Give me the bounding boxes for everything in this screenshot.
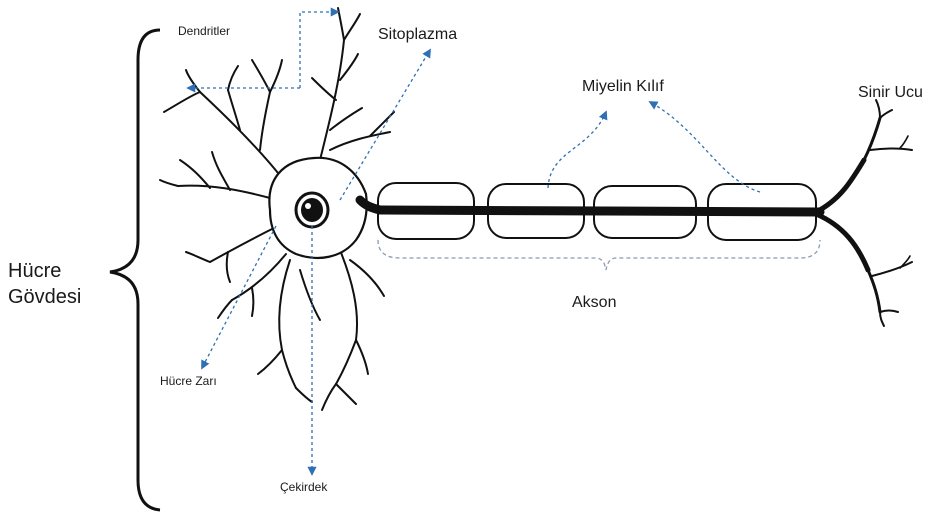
label-cell-body: Hücre Gövdesi	[8, 258, 81, 310]
axon	[360, 200, 820, 212]
label-cell-membrane: Hücre Zarı	[160, 374, 217, 388]
dendrites-pointer	[300, 12, 338, 88]
label-cell-body-line2: Gövdesi	[8, 284, 81, 310]
label-cytoplasm: Sitoplazma	[378, 26, 457, 44]
myelin-pointer-2	[650, 102, 760, 192]
axon-terminals	[816, 100, 912, 326]
cell-body-bracket	[110, 30, 160, 510]
label-dendrites: Dendritler	[178, 24, 230, 38]
label-cell-body-line1: Hücre	[8, 258, 81, 284]
label-axon: Akson	[572, 294, 616, 312]
axon-brace	[378, 240, 820, 270]
label-nucleus: Çekirdek	[280, 480, 327, 494]
label-nerve-ending: Sinir Ucu	[858, 84, 923, 102]
myelin-pointer-1	[548, 112, 606, 188]
cytoplasm-pointer	[340, 50, 430, 200]
label-myelin: Miyelin Kılıf	[582, 78, 664, 96]
